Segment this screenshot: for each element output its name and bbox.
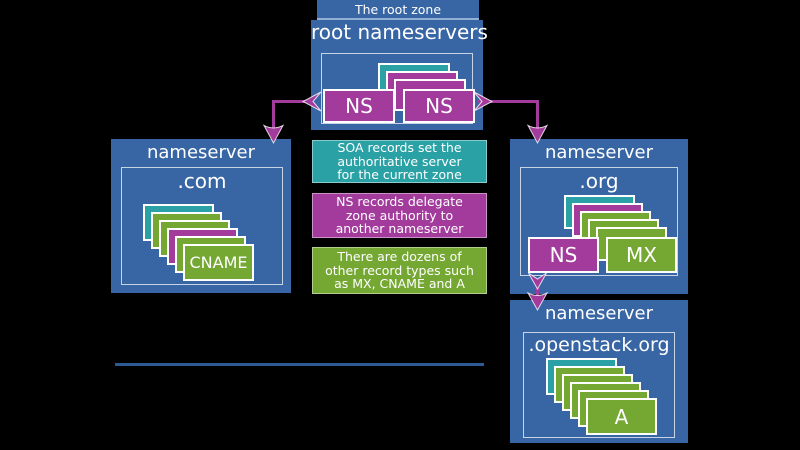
arrow-root-to-org [473, 91, 549, 145]
openstack-zone-inner-box: .openstack.org A [523, 332, 675, 438]
root-nameservers-box: root nameservers . NS NS [311, 20, 488, 130]
a-record-card: A [586, 398, 657, 435]
ns-legend-line: NS records delegate [336, 194, 463, 210]
soa-legend-box: SOA records set the authoritative server… [312, 140, 487, 183]
soa-legend-line: SOA records set the [337, 140, 462, 156]
ns-legend-line: zone authority to [345, 207, 454, 223]
ns-record-label: NS [425, 94, 453, 118]
other-records-legend-line: other record types such [325, 262, 474, 278]
root-nameservers-title: root nameservers [311, 20, 488, 44]
org-nameserver-title: nameserver [544, 142, 654, 163]
arrow-line [477, 100, 539, 128]
com-zone-label: .com [177, 169, 227, 193]
org-zone-label: .org [579, 169, 619, 193]
root-zone-header: The root zone [317, 0, 479, 20]
root-ns-record-card: NS [403, 89, 475, 123]
arrow-line [272, 100, 310, 128]
ns-record-label: NS [345, 94, 373, 118]
root-zone-inner-box: . [321, 51, 473, 124]
root-zone-dot-label: . [394, 51, 400, 69]
ns-legend-box: NS records delegate zone authority to an… [312, 193, 487, 238]
ns-legend-line: another nameserver [335, 221, 464, 237]
other-records-legend-line: There are dozens of [337, 249, 462, 265]
org-mx-record-card: MX [606, 237, 677, 273]
other-records-legend-box: There are dozens of other record types s… [312, 247, 487, 294]
org-nameserver-box: nameserver .org NS MX [510, 139, 688, 294]
com-nameserver-title: nameserver [146, 142, 256, 163]
openstack-zone-label: .openstack.org [528, 334, 670, 356]
com-nameserver-box: nameserver .com CNAME [111, 139, 291, 293]
cname-record-label: CNAME [189, 253, 248, 272]
root-ns-record-card: NS [323, 89, 395, 123]
ns-record-label: NS [549, 243, 578, 267]
root-zone-header-label: The root zone [354, 1, 442, 17]
a-record-label: A [614, 404, 629, 429]
divider-line [115, 363, 484, 366]
openstack-nameserver-box: nameserver .openstack.org A [510, 300, 688, 443]
other-records-legend-line: as MX, CNAME and A [334, 276, 465, 292]
openstack-nameserver-title: nameserver [544, 303, 654, 324]
cname-record-card: CNAME [183, 244, 254, 281]
soa-legend-line: for the current zone [337, 167, 462, 183]
com-zone-inner-box: .com CNAME [121, 167, 283, 285]
org-ns-record-card: NS [528, 237, 599, 273]
mx-record-label: MX [626, 243, 657, 267]
org-zone-inner-box: .org NS MX [520, 167, 678, 276]
soa-legend-line: authoritative server [337, 153, 462, 169]
